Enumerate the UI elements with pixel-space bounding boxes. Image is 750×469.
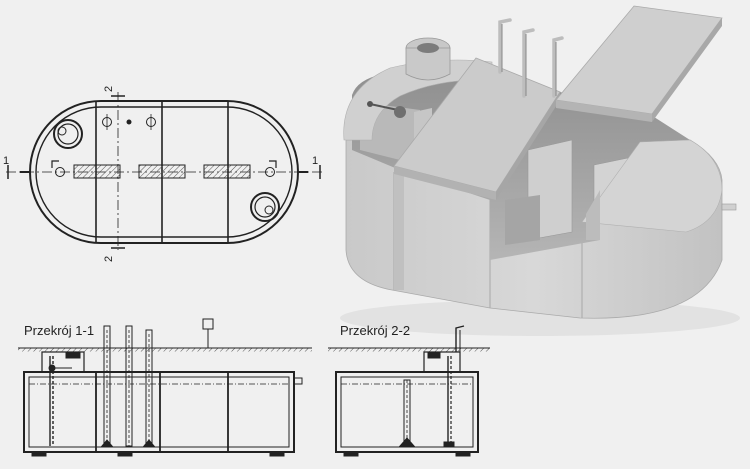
tank-vent-pipes (498, 18, 564, 98)
plan-section-marker-2-top: 2 (103, 86, 115, 92)
section-1-1-drawing (18, 318, 312, 457)
tank-manhole-riser (405, 47, 451, 81)
tank-left-dome-top (343, 59, 493, 141)
plan-transfer-pipe-1 (73, 164, 121, 179)
plan-transfer-pipe-2 (138, 164, 186, 179)
plan-transfer-pipe-3 (203, 164, 251, 179)
plan-manhole-outlet (250, 192, 280, 222)
plan-manhole-inlet (53, 119, 83, 149)
plan-inner-wall (35, 106, 293, 238)
section-2-2-tank-wall (335, 371, 479, 453)
section-2-2-drawing (328, 325, 490, 457)
section-2-2-title: Przekrój 2-2 (340, 323, 410, 338)
section-1-1-title: Przekrój 1-1 (24, 323, 94, 338)
tank-right-dome-top (581, 139, 723, 233)
section-1-1-tank-wall (23, 371, 295, 453)
plan-section-marker-1-right: 1 (312, 155, 318, 167)
plan-section-marker-2-bottom: 2 (103, 256, 115, 262)
tank-3d-render (340, 5, 740, 336)
plan-section-marker-1-left: 1 (3, 155, 9, 167)
section-1-1-signpost (202, 318, 214, 330)
plan-view (6, 92, 322, 250)
